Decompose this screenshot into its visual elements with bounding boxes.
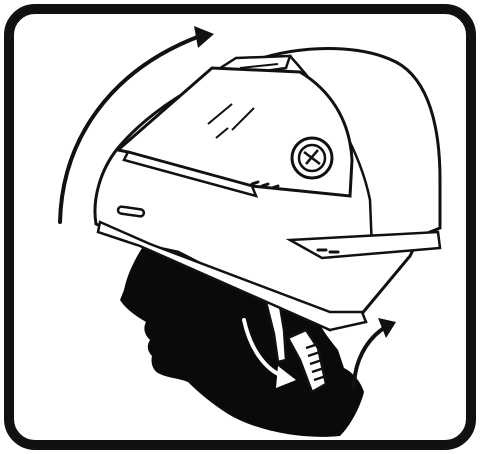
visor-pivot-icon [292,138,332,178]
